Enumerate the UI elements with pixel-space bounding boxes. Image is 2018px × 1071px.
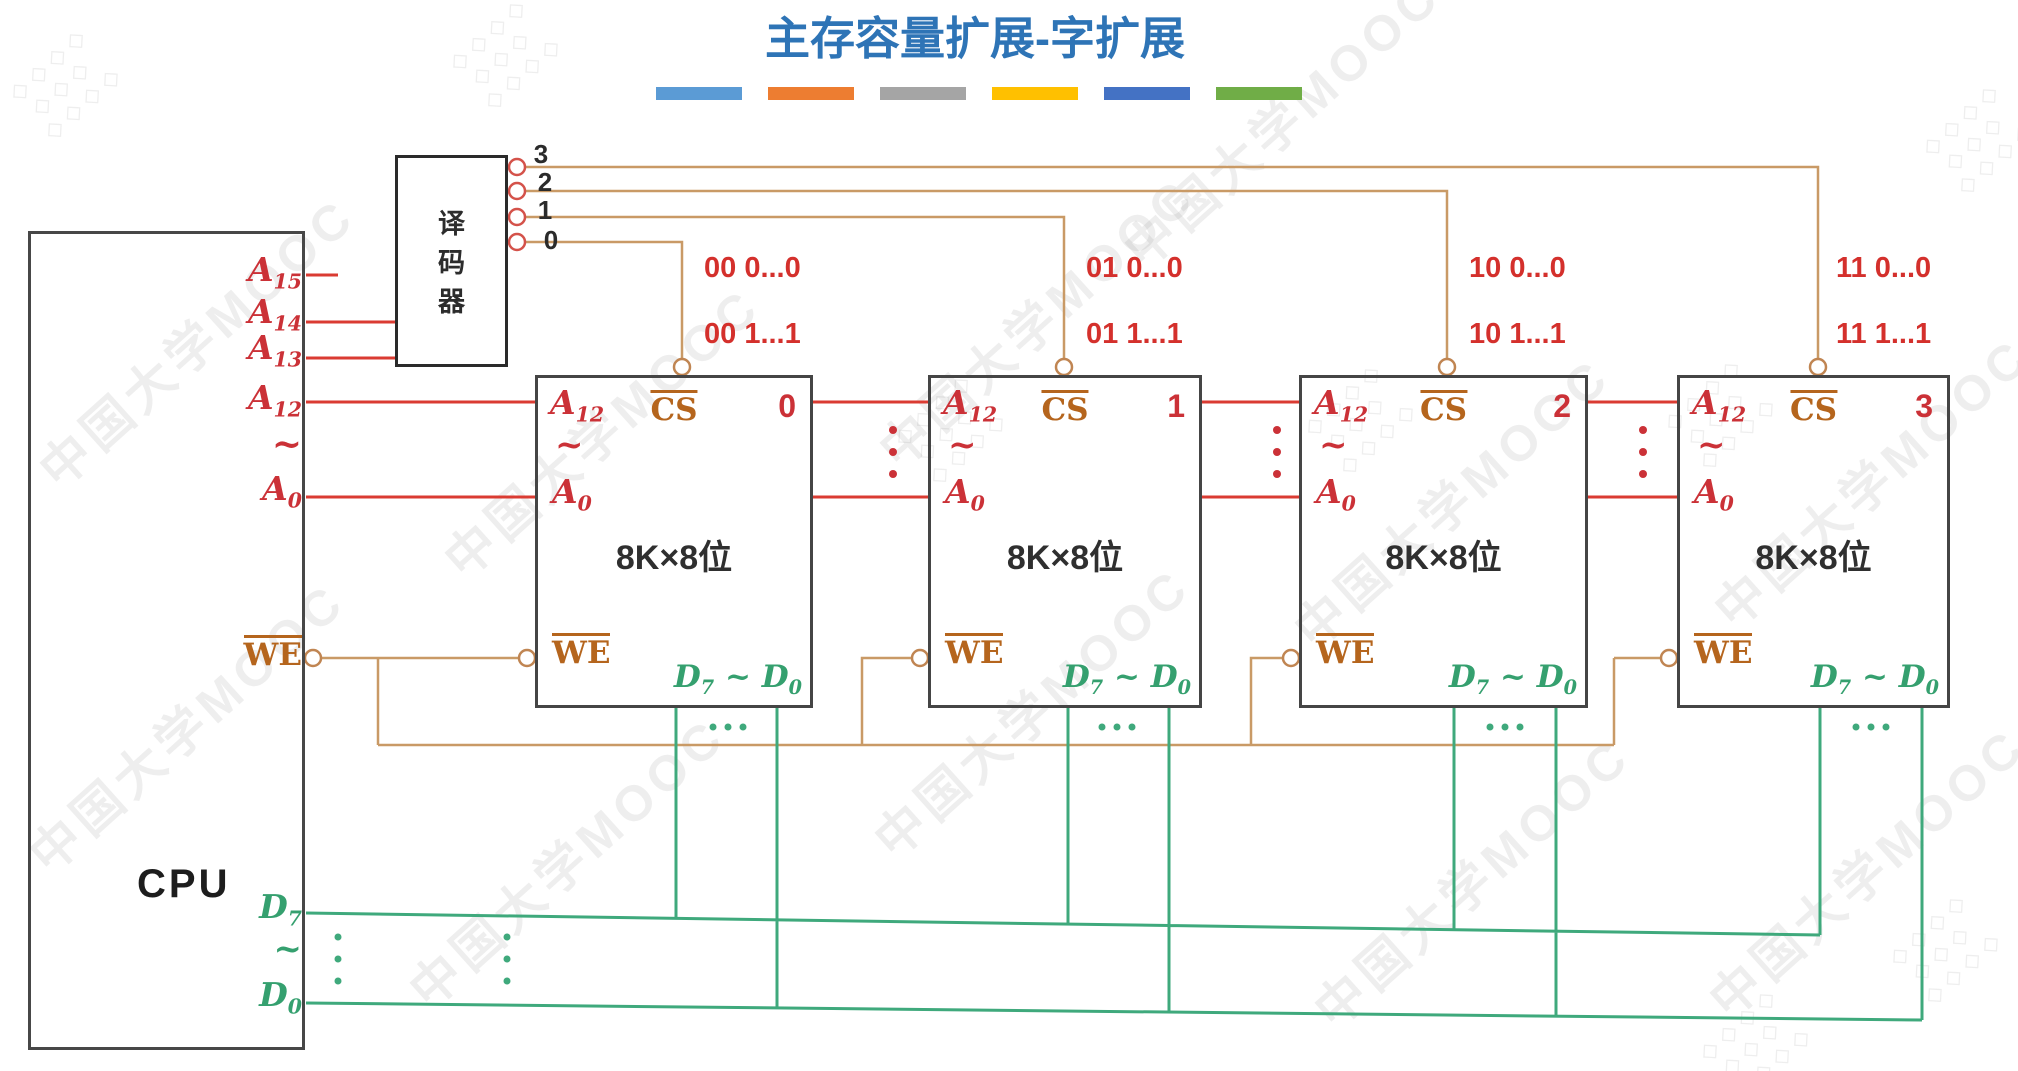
chip-number: 1 bbox=[1167, 388, 1185, 424]
addr-range-chip2-high: 10 1...1 bbox=[1469, 318, 1566, 350]
cpu-pin-a12: A12 bbox=[247, 378, 302, 422]
chip-pin-a12: A12 bbox=[1692, 383, 1747, 427]
title-bar-orange bbox=[768, 87, 854, 100]
decoder-char-2: 码 bbox=[438, 248, 465, 278]
decoder-box bbox=[395, 155, 508, 367]
cpu-box: CPU bbox=[28, 231, 305, 1050]
decoder-char-3: 器 bbox=[438, 287, 465, 317]
cpu-pin-a14: A14 bbox=[247, 292, 302, 336]
page-title: 主存容量扩展-字扩展 bbox=[765, 13, 1185, 64]
chip-number: 0 bbox=[778, 388, 796, 424]
cpu-pin-a15: A15 bbox=[247, 250, 302, 294]
chip-pin-data: D7 ~ D0 bbox=[1448, 659, 1577, 700]
chip-pin-data: D7 ~ D0 bbox=[673, 659, 802, 700]
addr-range-chip2-low: 10 0...0 bbox=[1469, 252, 1566, 284]
chip-number: 3 bbox=[1915, 388, 1933, 424]
cpu-pin-d0: D0 bbox=[259, 975, 302, 1019]
chip-pin-data: D7 ~ D0 bbox=[1062, 659, 1191, 700]
chip-capacity-label: 8K×8位 bbox=[1006, 539, 1124, 577]
chip-pin-a12: A12 bbox=[1314, 383, 1369, 427]
addr-range-chip1-high: 01 1...1 bbox=[1086, 318, 1183, 350]
memory-chip-1: A12 ~ A0 CS 1 8K×8位 WE D7 ~ D0 bbox=[928, 375, 1202, 708]
chip-pin-cs: CS bbox=[650, 390, 698, 428]
data-bus-wires bbox=[305, 708, 1924, 1022]
decoder-output-1: 1 bbox=[537, 195, 553, 225]
chip-pin-cs: CS bbox=[1789, 390, 1838, 428]
addr-range-chip0-low: 00 0...0 bbox=[704, 252, 801, 284]
chip-capacity-label: 8K×8位 bbox=[615, 539, 733, 577]
chip-pin-a0: A0 bbox=[1694, 472, 1734, 516]
title-bar-gray bbox=[880, 87, 966, 100]
chip-capacity-label: 8K×8位 bbox=[1755, 539, 1872, 577]
cpu-pin-tilde: ~ bbox=[271, 423, 302, 465]
cpu-pin-dtilde: ~ bbox=[273, 929, 303, 969]
decoder-output-2: 2 bbox=[537, 167, 553, 197]
chip-pin-we: WE bbox=[552, 633, 611, 671]
chip-pin-a0: A0 bbox=[945, 472, 985, 516]
chip-pin-tilde: ~ bbox=[1697, 425, 1726, 465]
addr-range-chip1-low: 01 0...0 bbox=[1086, 252, 1183, 284]
chip-number: 2 bbox=[1553, 388, 1571, 424]
chip-pin-we: WE bbox=[1694, 633, 1753, 671]
title-bar-blue bbox=[656, 87, 742, 100]
chip-pin-a12: A12 bbox=[550, 383, 605, 427]
chip-pin-a0: A0 bbox=[552, 472, 592, 516]
chip-pin-data: D7 ~ D0 bbox=[1810, 659, 1939, 700]
decoder-char-1: 译 bbox=[438, 209, 465, 239]
addr-range-chip3-high: 11 1...1 bbox=[1836, 318, 1932, 350]
decoder-output-3: 3 bbox=[533, 139, 549, 169]
title-bar-green bbox=[1216, 87, 1302, 100]
chip-select-wires bbox=[507, 157, 1828, 377]
chip-pin-we: WE bbox=[945, 633, 1004, 671]
address-bus-wires bbox=[306, 273, 1677, 499]
decoder-output-0: 0 bbox=[543, 225, 559, 255]
chip-pin-a0: A0 bbox=[1316, 472, 1356, 516]
chip-pin-tilde: ~ bbox=[948, 425, 977, 465]
addr-range-chip0-high: 00 1...1 bbox=[704, 318, 801, 350]
chip-pin-tilde: ~ bbox=[1319, 425, 1348, 465]
cpu-pin-a13: A13 bbox=[247, 328, 302, 372]
chip-pin-we: WE bbox=[1316, 633, 1375, 671]
chip-pin-cs: CS bbox=[1041, 390, 1089, 428]
write-enable-wires bbox=[303, 648, 1679, 747]
title-bar-darkblue bbox=[1104, 87, 1190, 100]
decoder-label: 译 码 器 bbox=[395, 205, 508, 322]
title-bar-yellow bbox=[992, 87, 1078, 100]
addr-range-chip3-low: 11 0...0 bbox=[1836, 252, 1932, 284]
memory-chip-3: A12 ~ A0 CS 3 8K×8位 WE D7 ~ D0 bbox=[1677, 375, 1950, 708]
memory-chip-0: A12 ~ A0 CS 0 8K×8位 WE D7 ~ D0 bbox=[535, 375, 813, 708]
chip-pin-cs: CS bbox=[1419, 390, 1468, 428]
cpu-pin-a0: A0 bbox=[262, 469, 302, 513]
chip-pin-a12: A12 bbox=[943, 383, 998, 427]
cpu-pin-d7: D7 bbox=[259, 887, 302, 931]
memory-chip-2: A12 ~ A0 CS 2 8K×8位 WE D7 ~ D0 bbox=[1299, 375, 1588, 708]
cpu-pin-we: WE bbox=[243, 635, 302, 673]
cpu-label: CPU bbox=[137, 862, 231, 906]
chip-capacity-label: 8K×8位 bbox=[1385, 539, 1502, 577]
chip-pin-tilde: ~ bbox=[555, 425, 584, 465]
